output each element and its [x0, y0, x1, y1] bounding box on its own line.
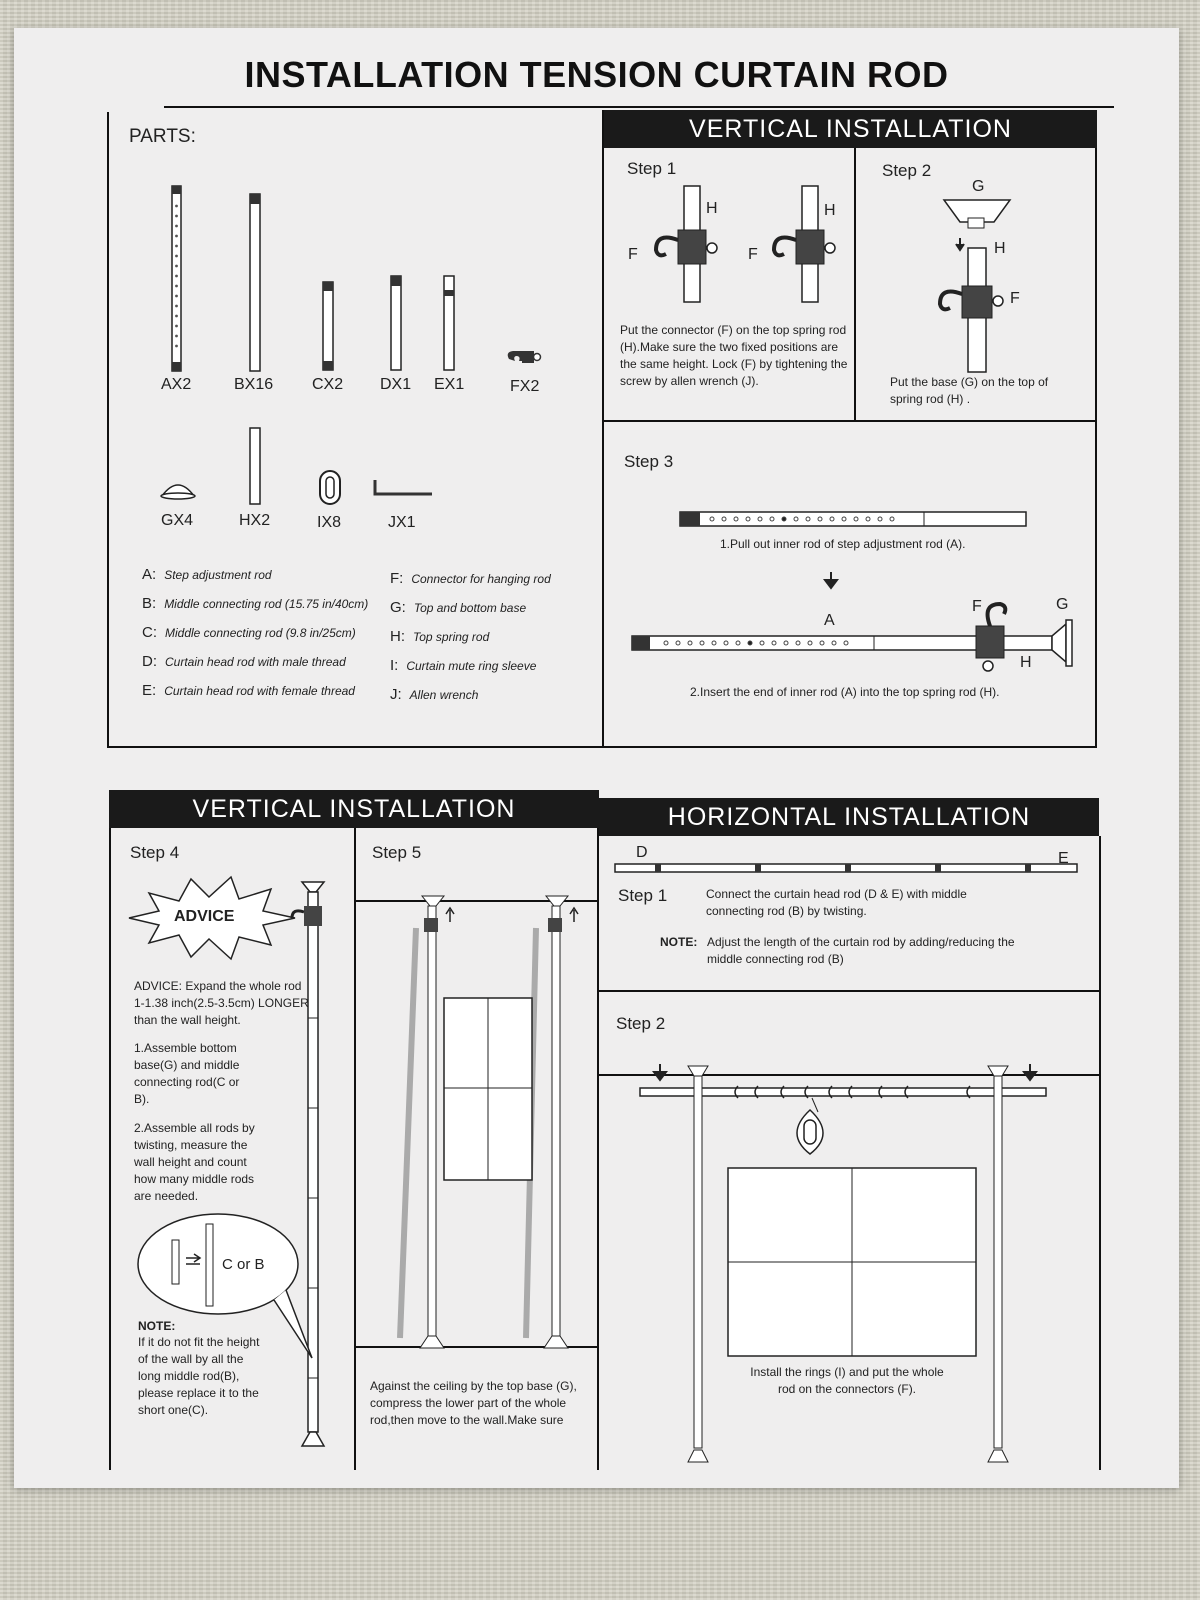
section-header: VERTICAL INSTALLATION	[604, 110, 1097, 148]
step-label: Step 3	[624, 452, 673, 472]
part-label: JX1	[388, 514, 416, 532]
marker-h: H	[1020, 654, 1032, 672]
legend-item: E:Curtain head rod with female thread	[142, 682, 355, 699]
legend-item: J:Allen wrench	[390, 686, 478, 703]
part-label: DX1	[380, 376, 411, 394]
step-text: Connect the curtain head rod (D & E) wit…	[706, 886, 996, 920]
step-caption: 2.Insert the end of inner rod (A) into t…	[690, 684, 1000, 701]
instruction-sheet: INSTALLATION TENSION CURTAIN ROD PARTS:	[14, 28, 1179, 1488]
part-label: FX2	[510, 378, 539, 396]
divider	[597, 828, 599, 1470]
step2-horizontal-illustration	[604, 1058, 1094, 1468]
step-label: Step 4	[130, 843, 179, 863]
advice-badge: ADVICE	[174, 908, 234, 926]
marker-g: G	[1056, 596, 1068, 614]
divider	[1099, 836, 1101, 1470]
divider	[109, 828, 111, 1470]
legend-item: I:Curtain mute ring sleeve	[390, 657, 536, 674]
marker-a: A	[824, 612, 835, 630]
section-header: VERTICAL INSTALLATION	[109, 790, 599, 828]
marker-h: H	[824, 202, 836, 220]
step-label: Step 1	[618, 886, 667, 906]
note-title: NOTE:	[138, 1318, 175, 1335]
legend-item: H:Top spring rod	[390, 628, 489, 645]
horizontal-rod-illustration	[609, 860, 1089, 880]
instruction-text: 2.Assemble all rods by twisting, measure…	[134, 1120, 264, 1205]
part-label: CX2	[312, 376, 343, 394]
marker-f: F	[748, 246, 758, 264]
step-caption: 1.Pull out inner rod of step adjustment …	[720, 536, 965, 553]
note-label: NOTE:	[660, 934, 697, 951]
instruction-text: 1.Assemble bottom base(G) and middle con…	[134, 1040, 254, 1108]
part-label: GX4	[161, 512, 193, 530]
marker-g: G	[972, 178, 984, 196]
divider	[1095, 110, 1097, 748]
part-label: AX2	[161, 376, 191, 394]
marker-h: H	[994, 240, 1006, 258]
legend-item: F:Connector for hanging rod	[390, 570, 551, 587]
step-text: Install the rings (I) and put the whole …	[742, 1364, 952, 1398]
step-label: Step 2	[882, 161, 931, 181]
step-label: Step 5	[372, 843, 421, 863]
part-label: EX1	[434, 376, 464, 394]
legend-item: A:Step adjustment rod	[142, 566, 272, 583]
legend-item: C:Middle connecting rod (9.8 in/25cm)	[142, 624, 356, 641]
note-text: If it do not fit the height of the wall …	[138, 1334, 268, 1419]
part-label: BX16	[234, 376, 273, 394]
marker-f: F	[972, 598, 982, 616]
marker-h: H	[706, 200, 718, 218]
step-label: Step 2	[616, 1014, 665, 1034]
bubble-label: C or B	[222, 1256, 265, 1273]
legend-item: B:Middle connecting rod (15.75 in/40cm)	[142, 595, 368, 612]
legend-item: D:Curtain head rod with male thread	[142, 653, 346, 670]
step-text: Put the connector (F) on the top spring …	[620, 322, 852, 390]
note-text: Adjust the length of the curtain rod by …	[707, 934, 1017, 968]
step1-connector-illustration	[614, 178, 854, 318]
part-label: HX2	[239, 512, 270, 530]
step5-wall-illustration	[356, 888, 596, 1358]
part-label: IX8	[317, 514, 341, 532]
step-text: Against the ceiling by the top base (G),…	[370, 1378, 580, 1432]
marker-f: F	[628, 246, 638, 264]
step2-base-illustration	[914, 188, 1064, 388]
divider	[604, 420, 1097, 422]
section-header: HORIZONTAL INSTALLATION	[599, 798, 1099, 836]
divider	[854, 148, 856, 420]
step-text: Put the base (G) on the top of spring ro…	[890, 374, 1080, 408]
legend-item: G:Top and bottom base	[390, 599, 526, 616]
marker-f: F	[1010, 290, 1020, 308]
divider	[599, 990, 1099, 992]
step-label: Step 1	[627, 159, 676, 179]
